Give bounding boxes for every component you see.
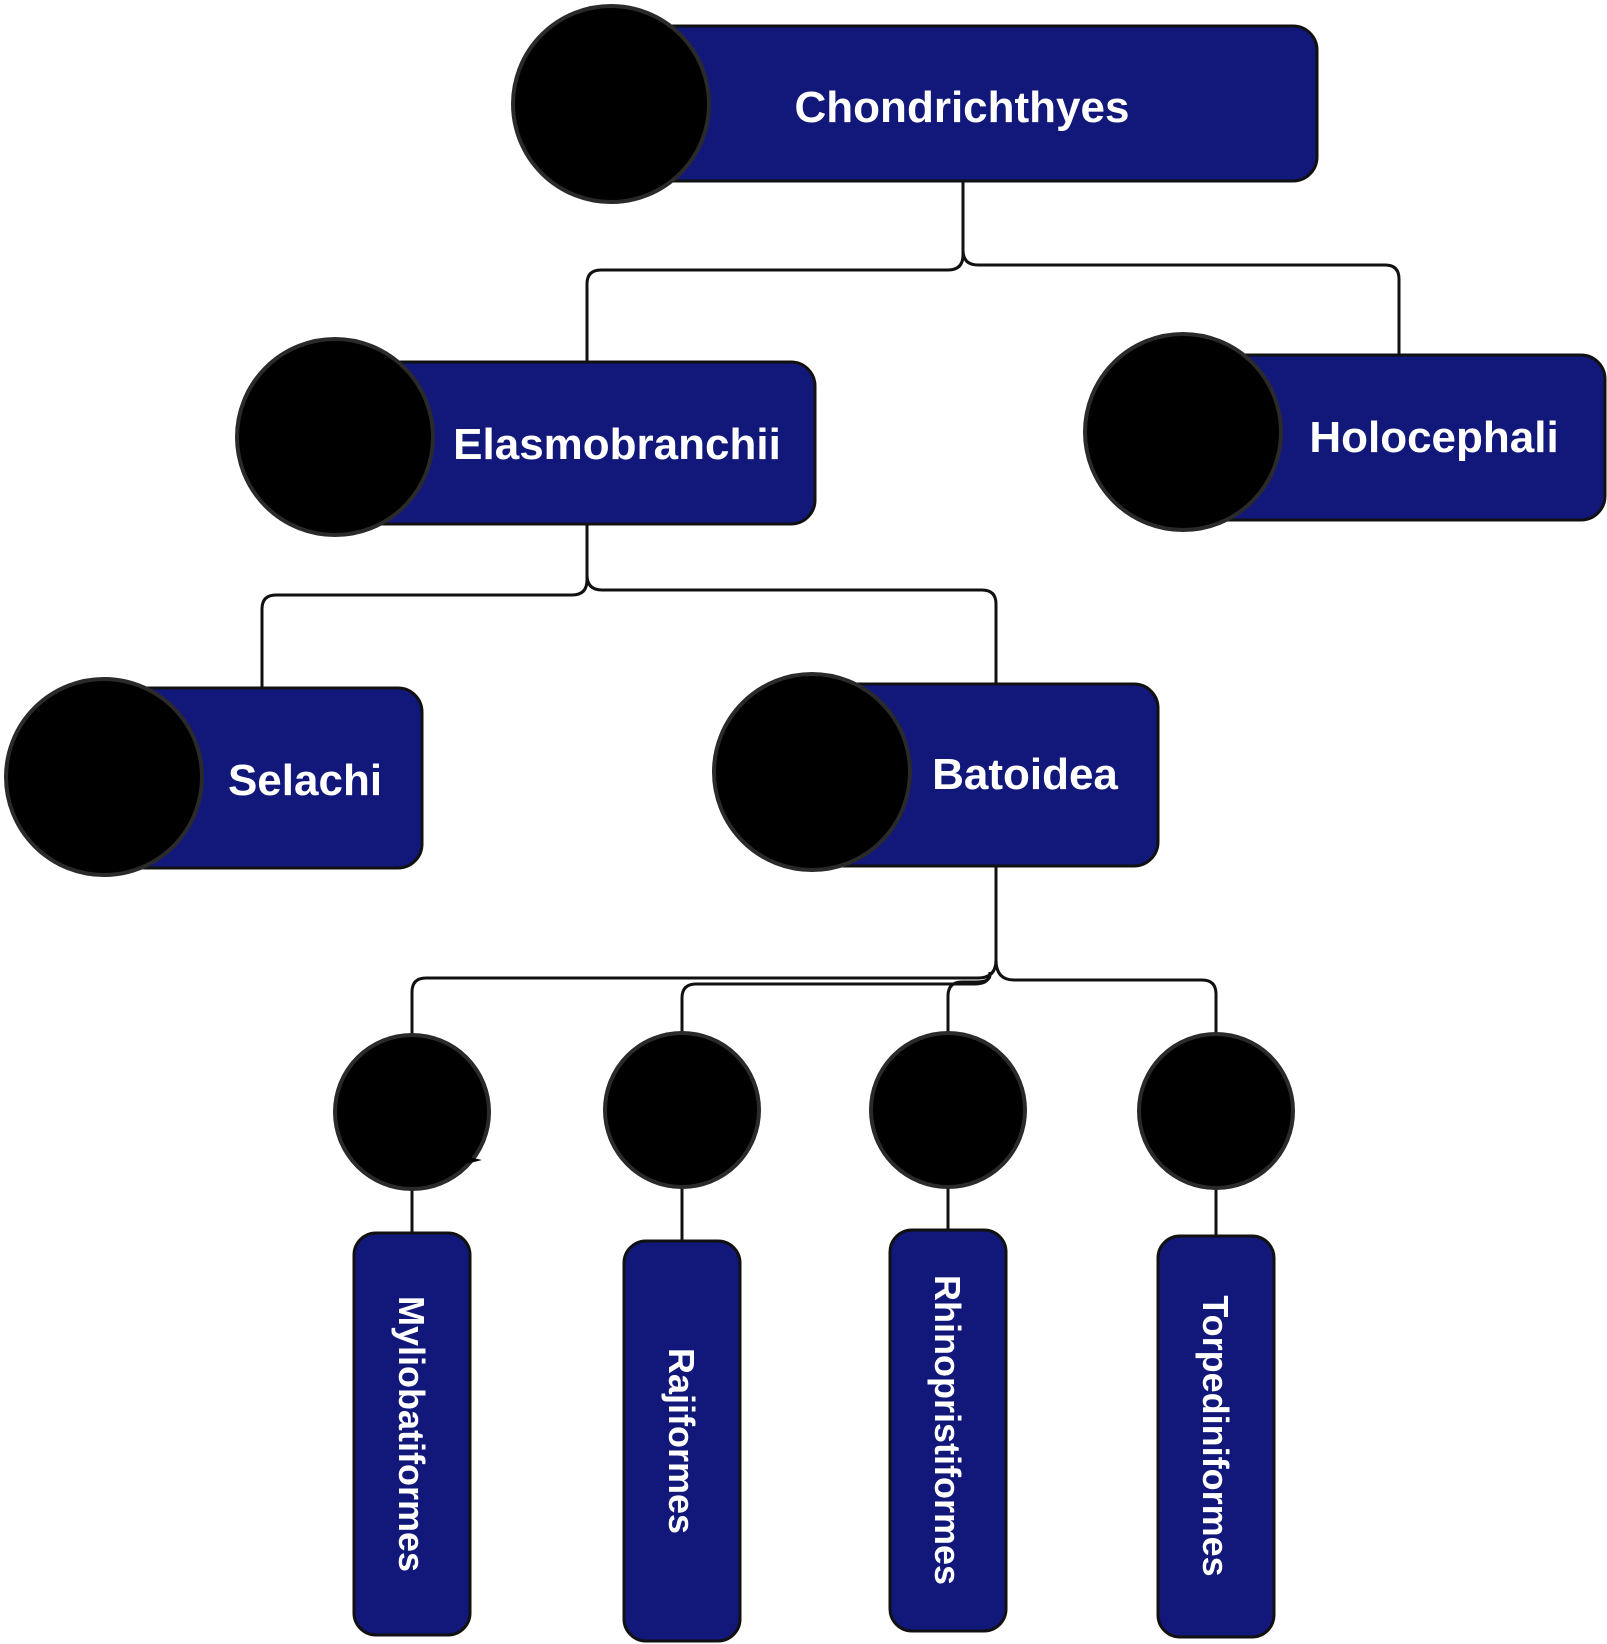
node-chondrichthyes-label: Chondrichthyes xyxy=(795,83,1130,132)
node-selachi: Selachi xyxy=(4,677,424,877)
node-rajiformes: Rajiformes xyxy=(603,1031,761,1643)
node-batoidea: Batoidea xyxy=(712,672,1160,872)
node-rajiformes-label: Rajiformes xyxy=(661,1348,702,1534)
node-selachi-label: Selachi xyxy=(228,756,382,805)
node-holocephali-label: Holocephali xyxy=(1309,413,1558,462)
node-torpediniformes: Torpediniformes xyxy=(1137,1032,1295,1639)
node-myliobatiformes: Myliobatiformes xyxy=(333,1033,491,1637)
node-rhinopristiformes: Rhinopristiformes xyxy=(869,1031,1027,1633)
node-batoidea-label: Batoidea xyxy=(932,750,1118,799)
node-myliobatiformes-label: Myliobatiformes xyxy=(391,1296,432,1572)
node-holocephali: Holocephali xyxy=(1083,332,1607,532)
node-torpediniformes-label: Torpediniformes xyxy=(1195,1295,1236,1576)
node-rhinopristiformes-label: Rhinopristiformes xyxy=(927,1275,968,1585)
node-elasmobranchii: Elasmobranchii xyxy=(235,337,817,537)
connector-lines xyxy=(260,180,1401,1240)
node-chondrichthyes: Chondrichthyes xyxy=(511,4,1319,204)
node-elasmobranchii-label: Elasmobranchii xyxy=(453,420,781,469)
